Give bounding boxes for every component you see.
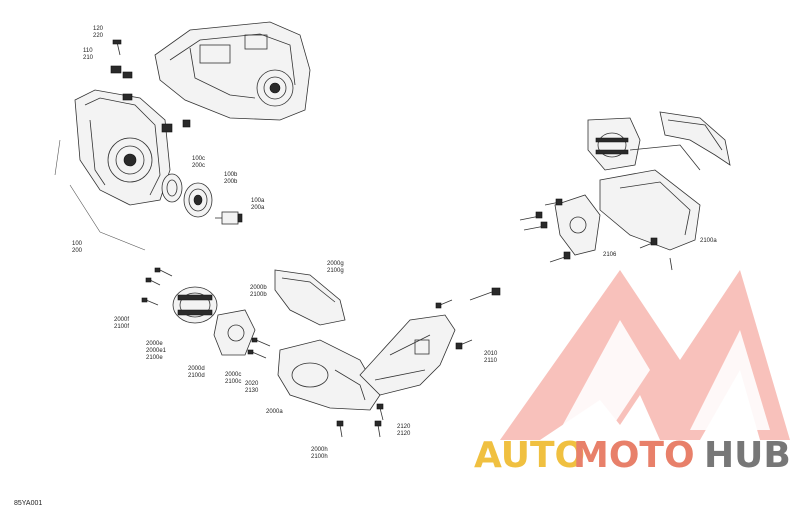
- screws-right: [519, 198, 673, 271]
- svg-text:2000e: 2000e: [146, 341, 163, 347]
- svg-text:2000a: 2000a: [266, 409, 283, 415]
- svg-text:2010: 2010: [484, 351, 498, 357]
- svg-text:2100e: 2100e: [146, 355, 163, 361]
- svg-text:2110: 2110: [484, 358, 498, 364]
- watermark-text: AUTO MOTO HUB: [474, 435, 791, 476]
- label-100c: 100c 200c: [192, 156, 205, 169]
- bulb-100a: [215, 211, 243, 225]
- nut-small: [161, 119, 191, 133]
- svg-text:2000h: 2000h: [311, 447, 328, 453]
- label-2000h: 2000h 2100h: [311, 447, 328, 460]
- motor-2000e: [172, 286, 218, 324]
- bracket-2000g: [274, 269, 346, 326]
- svg-text:2000c: 2000c: [225, 372, 241, 378]
- svg-text:2100c: 2100c: [225, 379, 241, 385]
- svg-text:2000f: 2000f: [114, 317, 129, 323]
- svg-text:210: 210: [83, 55, 94, 61]
- watermark-hub: HUB: [704, 435, 791, 476]
- svg-text:100: 100: [72, 241, 83, 247]
- screws-lower: [141, 267, 501, 438]
- label-2000g: 2000g 2100g: [327, 261, 344, 274]
- label-2000e: 2000e 2000e1 2100e: [146, 341, 167, 361]
- svg-text:220: 220: [93, 33, 104, 39]
- bracket-2106: [554, 194, 601, 256]
- svg-text:2020: 2020: [245, 381, 259, 387]
- svg-text:2000d: 2000d: [188, 366, 205, 372]
- label-100b: 100b 200b: [224, 172, 238, 185]
- headlamp-housing-rear: [154, 21, 311, 121]
- svg-text:2100a: 2100a: [700, 238, 717, 244]
- label-100a: 100a 200a: [251, 198, 265, 211]
- label-2000f: 2000f 2100f: [114, 317, 129, 330]
- svg-text:2106: 2106: [603, 252, 617, 258]
- bracket-2010: [359, 314, 456, 396]
- label-2100a: 2100a: [700, 238, 717, 244]
- screw-120: [112, 39, 122, 56]
- label-2000a: 2000a: [266, 409, 283, 415]
- diagram-code: 85YA001: [14, 500, 43, 507]
- svg-text:2000e1: 2000e1: [146, 348, 167, 354]
- svg-text:200a: 200a: [251, 205, 265, 211]
- label-2106: 2106: [603, 252, 617, 258]
- label-100: 100 200: [72, 241, 83, 254]
- label-2000d: 2000d 2100d: [188, 366, 205, 379]
- bezel-2000a: [277, 339, 381, 411]
- svg-text:2100d: 2100d: [188, 373, 205, 379]
- cover-2000d: [213, 309, 256, 356]
- label-2000b: 2000b 2100b: [250, 285, 267, 298]
- svg-text:2100b: 2100b: [250, 292, 267, 298]
- headlamp-housing-front: [74, 89, 171, 206]
- visor-2100a: [659, 111, 731, 166]
- svg-text:2000b: 2000b: [250, 285, 267, 291]
- label-2120: 2120 2120: [397, 424, 411, 437]
- svg-text:100c: 100c: [192, 156, 205, 162]
- svg-text:110: 110: [83, 48, 93, 54]
- svg-text:200c: 200c: [192, 163, 205, 169]
- watermark-logo: [500, 270, 790, 440]
- svg-text:120: 120: [93, 26, 104, 32]
- svg-text:2120: 2120: [397, 431, 411, 437]
- label-110: 110 210: [83, 48, 94, 61]
- label-120: 120 220: [93, 26, 104, 39]
- svg-text:100a: 100a: [251, 198, 265, 204]
- watermark-moto: MOTO: [573, 435, 695, 476]
- cover-100b: [183, 182, 213, 218]
- svg-text:2100g: 2100g: [327, 268, 344, 274]
- svg-text:2100f: 2100f: [114, 324, 129, 330]
- svg-text:100b: 100b: [224, 172, 238, 178]
- svg-text:2130: 2130: [245, 388, 259, 394]
- housing-right: [599, 144, 701, 251]
- svg-text:2100h: 2100h: [311, 454, 328, 460]
- svg-text:2120: 2120: [397, 424, 411, 430]
- label-2000c: 2000c 2100c: [225, 372, 241, 385]
- motor-right: [587, 117, 641, 171]
- svg-text:200b: 200b: [224, 179, 238, 185]
- bulb-cap-100c: [161, 173, 183, 203]
- svg-text:2000g: 2000g: [327, 261, 344, 267]
- clip-110: [110, 65, 133, 101]
- label-2010: 2010 2110: [484, 351, 498, 364]
- label-2020: 2020 2130: [245, 381, 259, 394]
- watermark-auto: AUTO: [474, 435, 585, 476]
- svg-text:200: 200: [72, 248, 83, 254]
